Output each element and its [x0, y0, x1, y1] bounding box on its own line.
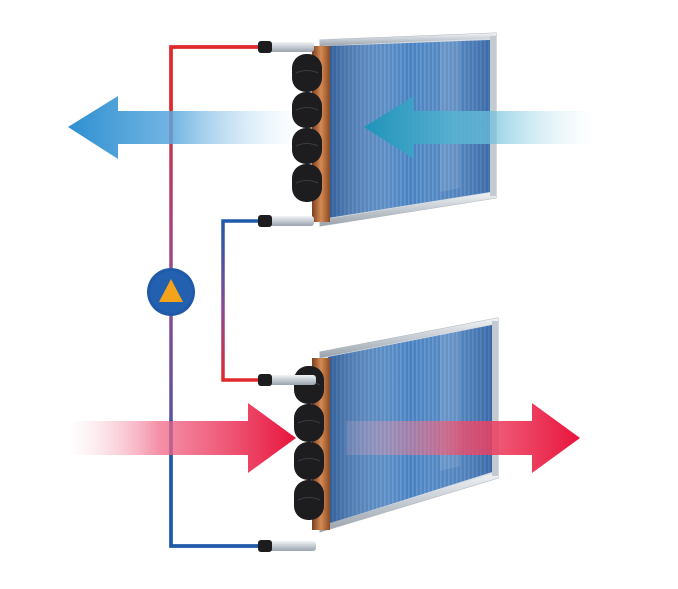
- connecting-pipe: [221, 219, 268, 382]
- pump-icon: [147, 268, 195, 316]
- warm-air-in-arrow: [68, 403, 296, 473]
- bottom-coil-bends: [294, 366, 324, 520]
- cool-air-in-arrow: [364, 96, 596, 159]
- cool-air-out-arrow: [68, 96, 300, 159]
- hot-supply-pipe: [169, 45, 268, 140]
- top-coil-bends: [292, 54, 322, 202]
- airflow-arrows-back: [68, 96, 300, 473]
- cold-return-pipe: [169, 420, 268, 548]
- warm-air-out-arrow: [346, 403, 580, 473]
